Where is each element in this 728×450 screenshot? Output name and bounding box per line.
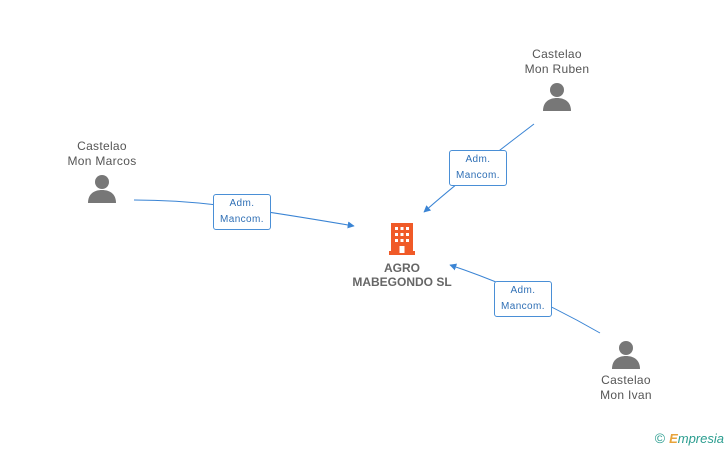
relation-line2: Mancom. — [220, 214, 264, 225]
person-name-line2: Mon Marcos — [67, 154, 137, 168]
relation-line1: Adm. — [465, 154, 491, 165]
brand-footer: © Empresia — [655, 430, 724, 446]
copyright-icon: © — [654, 430, 666, 446]
relation-line2: Mancom. — [501, 301, 545, 312]
company-node[interactable]: AGRO MABEGONDO SL — [340, 221, 464, 289]
building-icon — [389, 223, 415, 255]
relation-line1: Adm. — [229, 198, 255, 209]
brand-logo: Empresia — [669, 431, 724, 446]
person-icon — [88, 175, 116, 203]
person-name-line2: Mon Ruben — [524, 62, 590, 76]
brand-first-letter: E — [669, 430, 678, 446]
relation-label-ivan[interactable]: Adm. Mancom. — [494, 281, 552, 317]
person-icon — [543, 83, 571, 111]
person-icon — [612, 341, 640, 369]
relation-label-ruben[interactable]: Adm. Mancom. — [449, 150, 507, 186]
person-name-line1: Castelao — [77, 139, 127, 153]
person-name-line1: Castelao — [532, 47, 582, 61]
brand-rest: mpresia — [677, 430, 724, 446]
relation-line2: Mancom. — [456, 170, 500, 181]
relation-label-marcos[interactable]: Adm. Mancom. — [213, 194, 271, 230]
company-name-line2: MABEGONDO SL — [352, 275, 452, 289]
person-name-line2: Mon Ivan — [600, 388, 652, 402]
company-name-line1: AGRO — [384, 261, 420, 275]
person-node-ruben[interactable]: Castelao Mon Ruben — [507, 47, 607, 111]
person-node-marcos[interactable]: Castelao Mon Marcos — [52, 139, 152, 203]
person-name-line1: Castelao — [601, 373, 651, 387]
relation-line1: Adm. — [510, 285, 536, 296]
person-node-ivan[interactable]: Castelao Mon Ivan — [576, 339, 676, 403]
